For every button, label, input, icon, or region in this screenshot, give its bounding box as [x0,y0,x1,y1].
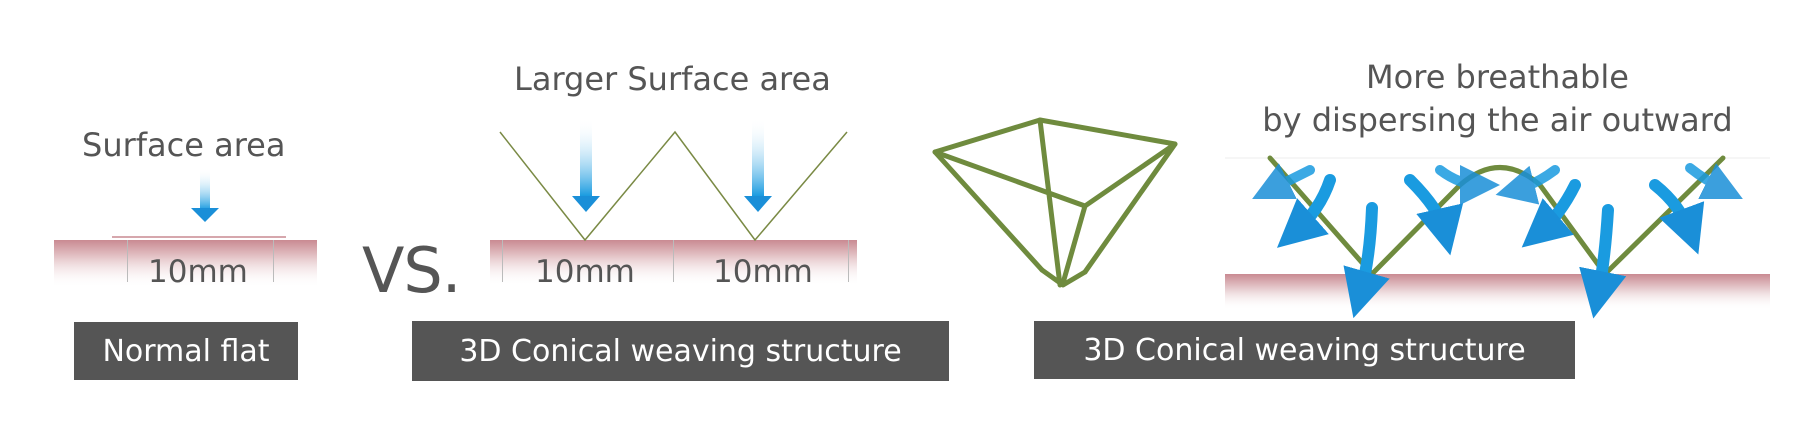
conical-fiber-zigzag [499,130,848,242]
flat-measure: 10mm [148,254,248,290]
conical-label: 3D Conical weaving structure [412,321,949,381]
conical-ruler-left [502,240,503,282]
pyramid-structure [932,117,1178,288]
vs-text: VS. [362,234,461,307]
flat-caption: Surface area [82,126,286,164]
conical-caption: Larger Surface area [514,60,831,98]
breathable-dispersion-arrows [1252,163,1743,319]
conical-ruler-right [848,240,849,282]
breathable-fiber-wave [1267,155,1726,277]
breathable-caption-line2: by dispersing the air outward [1262,101,1733,139]
conical-down-arrow-left [572,118,600,212]
flat-ruler-right [273,240,274,282]
conical-measure-left: 10mm [535,254,635,290]
flat-label: Normal flat [74,322,298,380]
flat-down-arrow [191,168,219,222]
breathable-caption-line1: More breathable [1366,58,1629,96]
breathable-label: 3D Conical weaving structure [1034,321,1575,379]
conical-measure-right: 10mm [713,254,813,290]
conical-ruler-mid [673,240,674,282]
flat-ruler-left [127,240,128,282]
conical-down-arrow-right [744,118,772,212]
breathable-fabric-strip [1225,157,1770,310]
